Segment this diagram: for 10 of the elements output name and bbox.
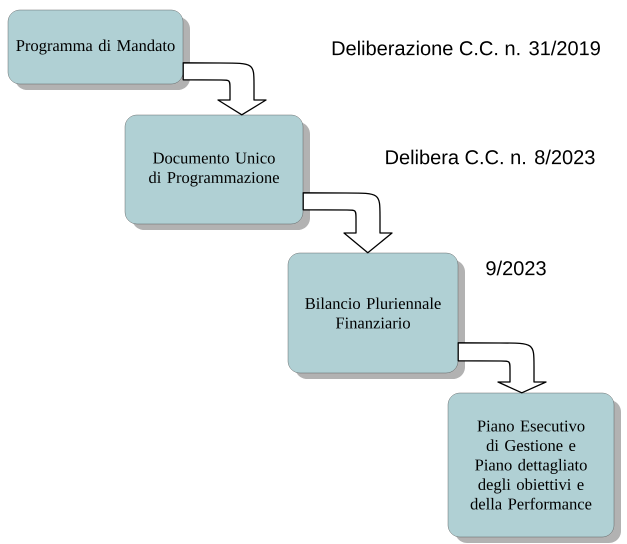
resolution-label: Deliberazione C.C. n. 31/2019 [332, 40, 600, 56]
block-arrow [302, 192, 393, 254]
resolution-label: Delibera C.C. n. 8/2023 [386, 150, 595, 164]
block-arrow [458, 342, 547, 394]
process-box: Bilancio Pluriennale Finanziario [288, 252, 465, 379]
process-box: Programma di Mandato [8, 10, 190, 90]
process-box: Piano Esecutivo di Gestione e Piano dettagliato degli obiettivi e della Performance [448, 392, 621, 543]
process-box: Documento Unico di Programmazione [124, 114, 310, 230]
resolution-label: 9/2023 [486, 260, 546, 276]
block-arrow [182, 62, 267, 116]
